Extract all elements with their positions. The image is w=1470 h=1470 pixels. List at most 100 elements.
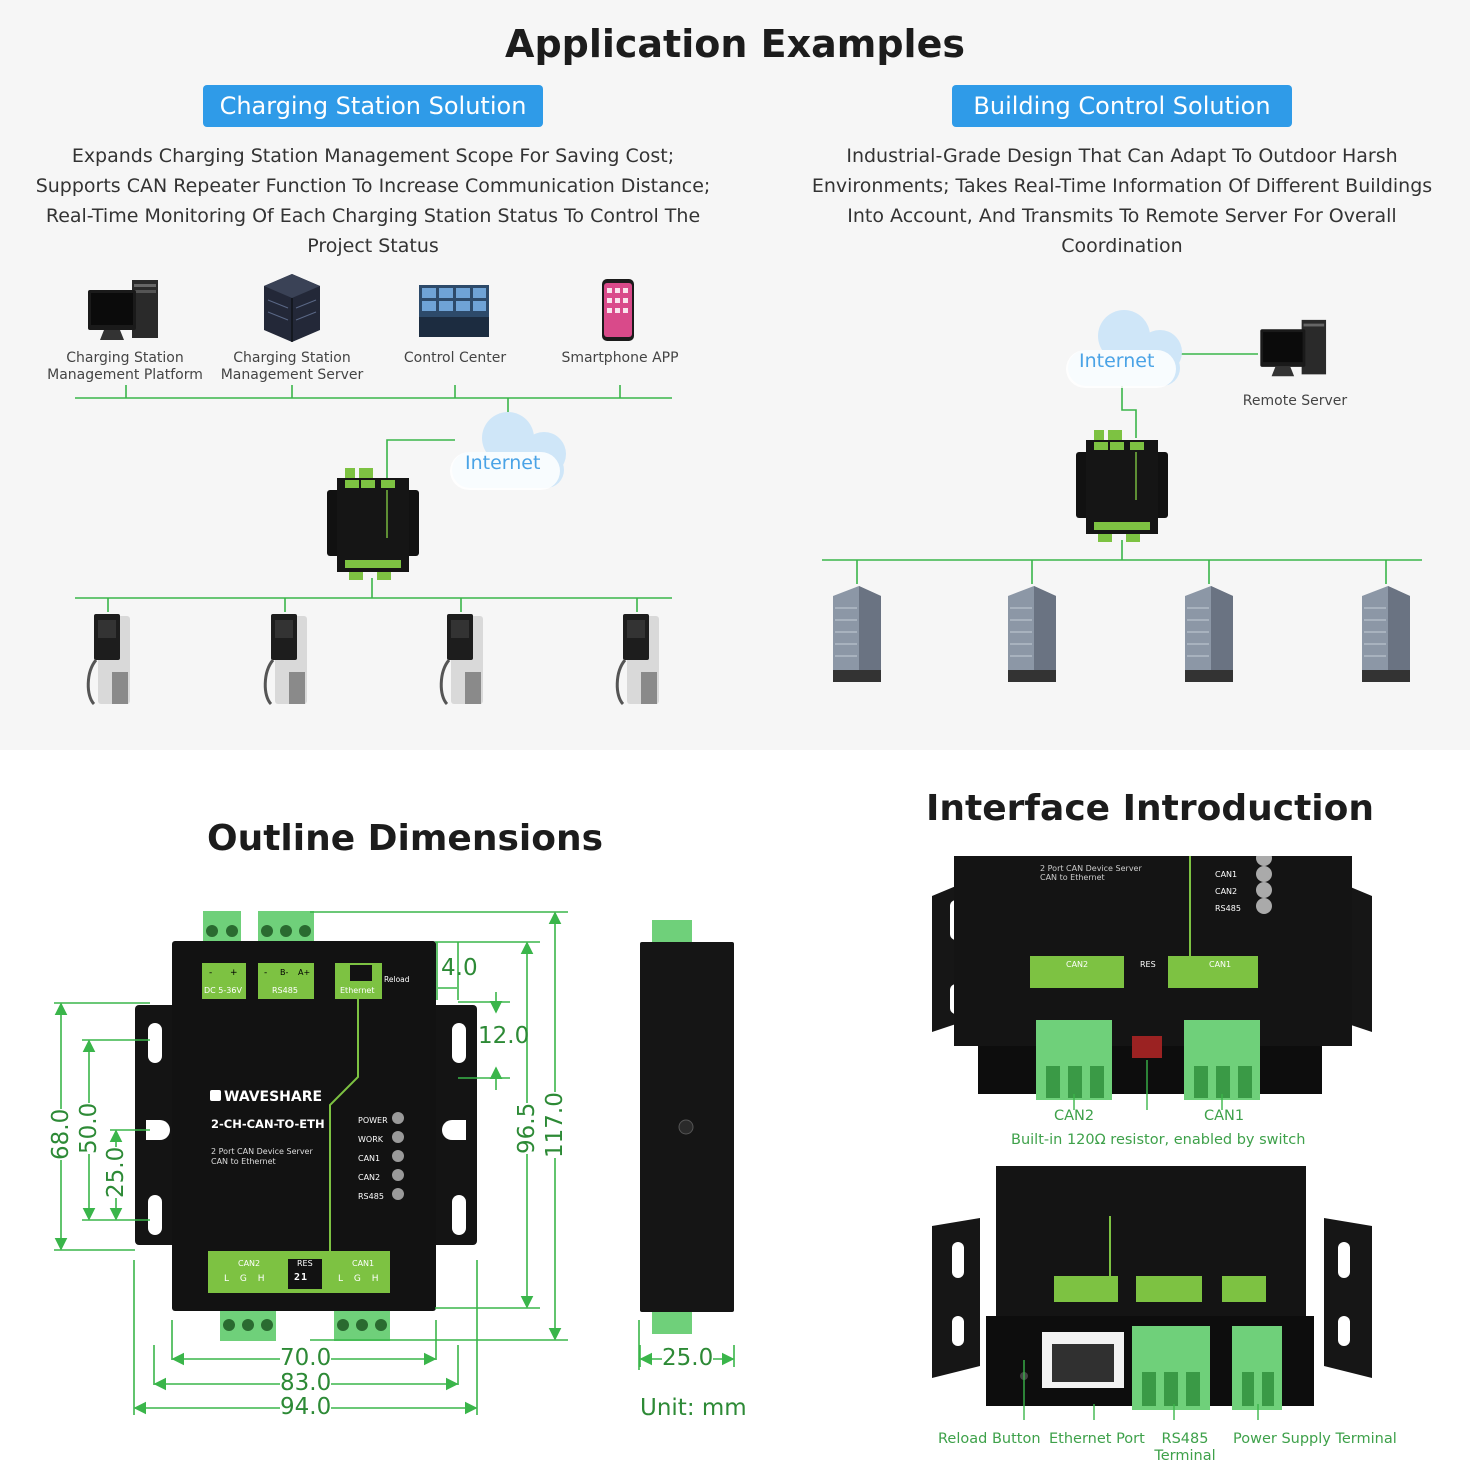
server-rack-icon [264,274,320,342]
label-reload-button: Reload Button [938,1431,1041,1447]
dim-width-inner: 70.0 [280,1345,332,1371]
device-gateway-icon [327,468,419,580]
building-description: Industrial-Grade Design That Can Adapt T… [790,141,1454,261]
dim-width-outer: 94.0 [280,1394,332,1420]
label-can2: CAN2 [1054,1108,1095,1124]
photo-led-label: CAN1 [1215,870,1238,879]
port-label-power: DC 5-36V [204,986,242,995]
callout-lines-bottom [1023,1360,1259,1420]
unit-label: Unit: mm [640,1395,747,1421]
building-icon [833,586,881,682]
photo-led-labels: CAN1 CAN2 RS485 [1215,866,1241,917]
endpoint-label-platform: Charging Station Management Platform [30,350,220,384]
outline-title: Outline Dimensions [206,818,604,859]
pin-h: H [257,1274,265,1284]
charging-description-line: Supports CAN Repeater Function To Increa… [35,175,711,197]
cloud-label: Internet [1079,350,1155,372]
building-description-line: Environments; Takes Real-Time Informatio… [811,175,1433,197]
dim-height-50: 50.0 [76,1102,102,1154]
interface-photo-can-ports [932,856,1372,1100]
charging-pile-icon [439,614,483,706]
device-front-view [135,911,477,1341]
label-can1: CAN1 [1204,1108,1245,1124]
reload-label: Reload [384,975,410,984]
photo-led-label: CAN2 [1215,887,1238,896]
dim-depth: 25.0 [662,1345,714,1371]
can1-pins: L G H [338,1274,379,1284]
endpoint-label-line: Management Server [220,367,364,383]
photo-subtitle-line: CAN to Ethernet [1040,873,1105,882]
charging-description-line: Real-Time Monitoring Of Each Charging St… [45,205,701,227]
pin-rs485-gnd: - [264,968,268,978]
pin-rs485-a: A+ [298,968,311,977]
device-gateway-icon [1076,430,1168,542]
dim-width-mid: 83.0 [280,1370,332,1396]
charging-description-line: Expands Charging Station Management Scop… [71,145,675,167]
led-label: WORK [358,1135,384,1144]
photo-subtitle: 2 Port CAN Device Server CAN to Ethernet [1040,864,1142,882]
pin-rs485-b: B- [280,968,289,977]
cloud-icon [1066,310,1182,388]
charging-pile-icon [615,614,659,706]
endpoint-label-control-center: Control Center [380,350,530,367]
endpoint-label-line: Charging Station [233,350,351,366]
device-subtitle: 2 Port CAN Device Server CAN to Ethernet [211,1147,313,1167]
pin-g: G [353,1274,361,1284]
label-power-terminal: Power Supply Terminal [1233,1431,1397,1447]
port-label-rs485: RS485 [272,986,298,995]
callout-lines-top [1073,1060,1223,1110]
device-subtitle-line: CAN to Ethernet [211,1157,276,1166]
led-label: CAN2 [358,1173,381,1182]
label-rs485-line: Terminal [1154,1448,1216,1464]
endpoint-label-line: Charging Station [66,350,184,366]
res-switch: 21 [294,1272,309,1283]
photo-led-label: RS485 [1215,904,1241,913]
building-icon [1185,586,1233,682]
device-subtitle-line: 2 Port CAN Device Server [211,1147,313,1156]
endpoint-label-line: Control Center [403,350,507,366]
led-label: POWER [358,1116,388,1125]
photo-port-can2: CAN2 [1066,960,1089,969]
device-brand: WAVESHARE [224,1089,323,1105]
charging-description-line: Project Status [307,235,439,257]
cloud-icon [450,412,566,490]
pin-g: G [239,1274,247,1284]
interface-title: Interface Introduction [925,788,1374,829]
page-title: Application Examples [505,22,965,66]
device-logo-icon [210,1090,221,1101]
device-side-view [640,920,734,1334]
control-center-icon [419,285,489,337]
charging-pile-icon [86,614,130,706]
photo-port-can1: CAN1 [1209,960,1232,969]
building-icon [1008,586,1056,682]
building-description-line: Industrial-Grade Design That Can Adapt T… [846,145,1398,167]
label-rs485-line: RS485 [1161,1431,1209,1447]
pin-power-pos: + [230,968,238,978]
cloud-label: Internet [465,452,541,474]
dim-height-25: 25.0 [103,1146,129,1198]
desktop-computer-icon [88,280,158,340]
dimension-lines [54,911,640,1415]
charging-pile-icon [263,614,307,706]
pin-h: H [371,1274,379,1284]
charging-description: Expands Charging Station Management Scop… [20,141,726,261]
endpoint-label-server: Charging Station Management Server [200,350,384,384]
label-ethernet-port: Ethernet Port [1049,1431,1145,1447]
desktop-computer-icon [1260,319,1327,377]
charging-solution-badge: Charging Station Solution [203,85,543,127]
dim-height-68: 68.0 [48,1108,74,1160]
dim-offset-4: 4.0 [441,955,478,981]
building-icon [1362,586,1410,682]
led-label: RS485 [358,1192,384,1201]
led-labels: POWER WORK CAN1 CAN2 RS485 [358,1111,388,1206]
remote-server-label: Remote Server [1242,393,1348,409]
device-model: 2-CH-CAN-TO-ETH [211,1117,325,1131]
photo-port-res: RES [1140,960,1156,969]
port-label-can1: CAN1 [352,1259,375,1268]
charging-network-lines [75,353,1422,612]
endpoint-label-line: Smartphone APP [561,350,679,366]
dim-height-96: 96.5 [514,1102,540,1154]
can2-pins: L G H [224,1274,265,1284]
port-label-ethernet: Ethernet [340,986,375,995]
building-solution-badge: Building Control Solution [952,85,1292,127]
